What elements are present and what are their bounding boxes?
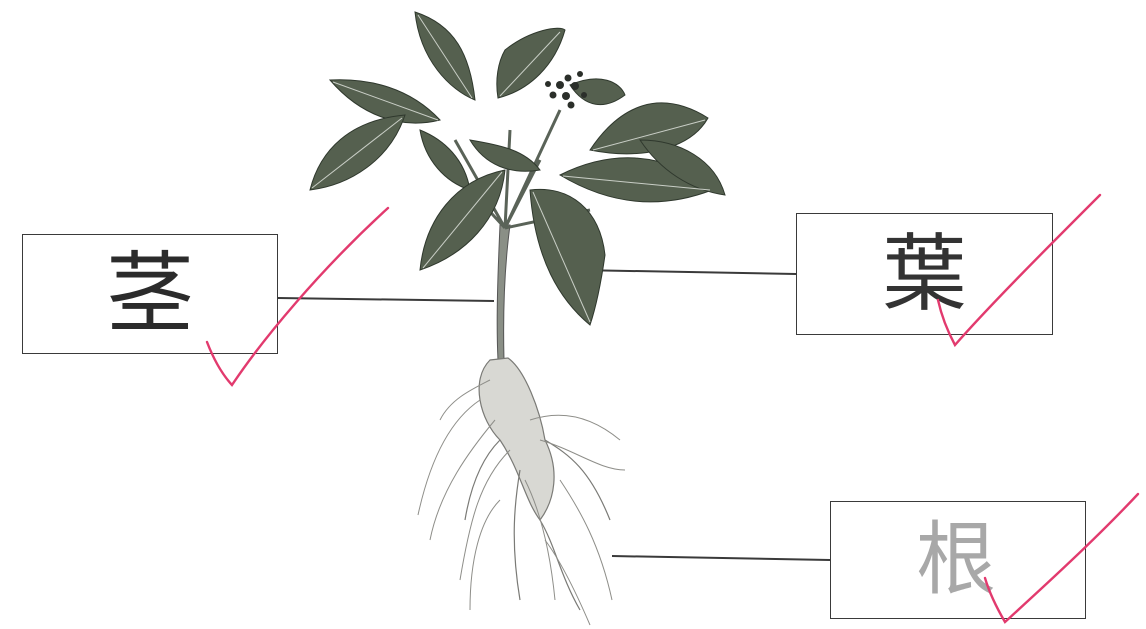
checkmark-icon [985, 494, 1138, 622]
checkmark-icon [207, 208, 388, 385]
checkmark-icon [938, 195, 1100, 345]
